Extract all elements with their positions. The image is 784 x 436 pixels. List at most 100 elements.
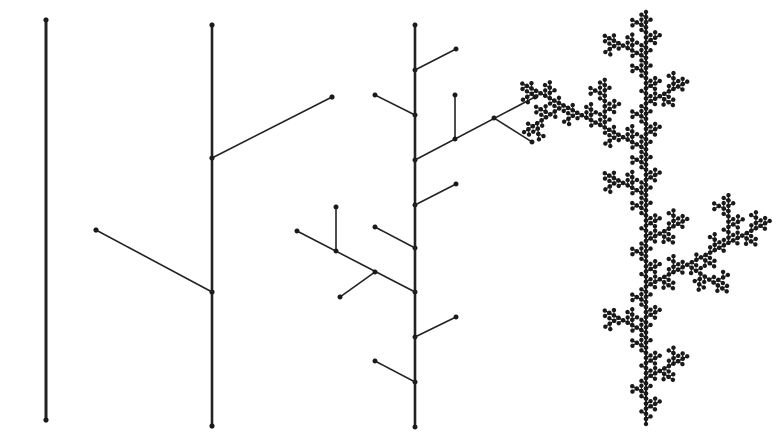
- node-dot: [644, 310, 648, 314]
- node-dot: [639, 28, 643, 32]
- node-dot: [557, 106, 561, 110]
- node-dot: [603, 120, 607, 124]
- node-dot: [630, 312, 634, 316]
- node-dot: [648, 262, 652, 266]
- node-dot: [680, 87, 684, 91]
- node-dot: [703, 258, 707, 262]
- node-dot: [698, 271, 702, 275]
- node-dot: [639, 384, 643, 388]
- node-dot: [635, 51, 639, 55]
- node-dot: [653, 366, 657, 370]
- node-dot: [726, 241, 730, 245]
- node-dot: [676, 216, 680, 220]
- node-dot: [616, 41, 620, 45]
- node-dot: [648, 221, 652, 225]
- node-dot: [639, 348, 643, 352]
- node-dot: [644, 203, 648, 207]
- node-dot: [607, 316, 611, 320]
- node-dot: [644, 391, 648, 395]
- node-dot: [667, 95, 671, 99]
- node-dot: [644, 315, 648, 319]
- node-dot: [731, 238, 735, 242]
- branch-segment: [375, 361, 415, 382]
- node-dot: [598, 91, 602, 95]
- branch-segment: [375, 95, 415, 115]
- node-dot: [548, 85, 552, 89]
- node-dot: [635, 188, 639, 192]
- node-dot: [648, 155, 652, 159]
- node-dot: [653, 96, 657, 100]
- node-dot: [736, 220, 740, 224]
- node-dot: [671, 259, 675, 263]
- node-dot: [639, 114, 643, 118]
- node-dot: [653, 356, 657, 360]
- stage-1-panel: [93, 22, 334, 428]
- node-dot: [607, 117, 611, 121]
- node-dot: [43, 17, 48, 22]
- node-dot: [671, 235, 675, 239]
- node-dot: [608, 322, 612, 326]
- node-dot: [612, 313, 616, 317]
- node-dot: [763, 216, 767, 220]
- node-dot: [548, 91, 552, 95]
- node-dot: [603, 187, 607, 191]
- node-dot: [630, 160, 634, 164]
- node-dot: [644, 234, 648, 238]
- node-dot: [722, 238, 726, 242]
- node-dot: [522, 130, 526, 134]
- node-dot: [658, 308, 662, 312]
- node-dot: [653, 102, 657, 106]
- node-dot: [653, 377, 657, 381]
- node-dot: [612, 176, 616, 180]
- node-dot: [671, 71, 675, 75]
- node-dot: [653, 173, 657, 177]
- node-dot: [635, 325, 639, 329]
- node-dot: [603, 314, 607, 318]
- node-dot: [671, 378, 675, 382]
- node-dot: [607, 36, 611, 40]
- node-dot: [731, 233, 735, 237]
- node-dot: [635, 178, 639, 182]
- node-dot: [726, 193, 730, 197]
- node-dot: [653, 259, 657, 263]
- node-dot: [603, 109, 607, 113]
- node-dot: [630, 384, 634, 388]
- node-dot: [666, 237, 670, 241]
- node-dot: [661, 240, 665, 244]
- node-dot: [698, 277, 702, 281]
- node-dot: [702, 285, 706, 289]
- node-dot: [639, 63, 643, 67]
- node-dot: [607, 179, 611, 183]
- node-dot: [644, 325, 648, 329]
- node-dot: [527, 132, 531, 136]
- node-dot: [630, 155, 634, 159]
- node-dot: [722, 243, 726, 247]
- node-dot: [552, 104, 556, 108]
- node-dot: [644, 407, 648, 411]
- node-dot: [699, 266, 703, 270]
- node-dot: [667, 221, 671, 225]
- node-dot: [653, 280, 657, 284]
- node-dot: [662, 234, 666, 238]
- node-dot: [726, 198, 730, 202]
- node-dot: [536, 132, 540, 136]
- node-dot: [607, 133, 611, 137]
- node-dot: [653, 224, 657, 228]
- node-dot: [639, 150, 643, 154]
- node-dot: [648, 414, 652, 418]
- node-dot: [644, 300, 648, 304]
- node-dot: [644, 335, 648, 339]
- node-dot: [648, 369, 652, 373]
- node-dot: [694, 268, 698, 272]
- node-dot: [712, 201, 716, 205]
- node-dot: [589, 107, 593, 111]
- node-dot: [653, 132, 657, 136]
- node-dot: [575, 116, 579, 120]
- node-dot: [617, 184, 621, 188]
- node-dot: [735, 241, 739, 245]
- node-dot: [644, 137, 648, 141]
- node-dot: [625, 132, 629, 136]
- node-dot: [648, 246, 652, 250]
- node-dot: [644, 132, 648, 136]
- node-dot: [639, 302, 643, 306]
